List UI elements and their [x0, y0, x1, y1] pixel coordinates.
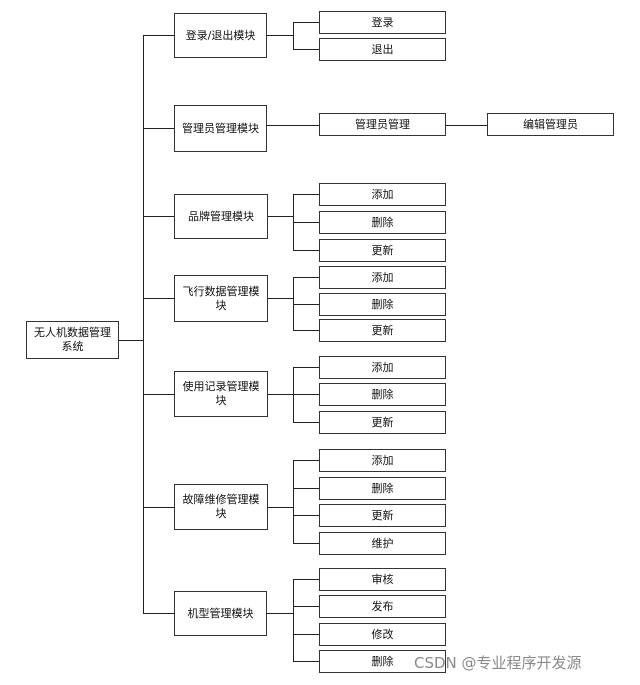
leaf-connector: [293, 304, 319, 305]
leaf-connector: [293, 515, 319, 516]
module-connector-2: [143, 128, 174, 129]
main-trunk: [143, 35, 144, 613]
leaf-fault-delete: 删除: [319, 477, 446, 500]
module-node-model: 机型管理模块: [174, 591, 267, 636]
leaf-connector: [293, 49, 319, 50]
branch-stub-2: [267, 125, 319, 126]
module-node-fault-repair: 故障维修管理模块: [174, 484, 268, 530]
leaf-connector: [293, 422, 319, 423]
module-connector-5: [143, 394, 174, 395]
branch-stub-1: [267, 35, 293, 36]
leaf-model-review: 审核: [319, 568, 446, 591]
leaf-connector: [293, 606, 319, 607]
branch-bar-6: [293, 460, 294, 543]
leaf-connector: [293, 394, 319, 395]
module-node-flight-data: 飞行数据管理模块: [174, 275, 268, 322]
module-node-brand: 品牌管理模块: [174, 194, 268, 239]
leaf-brand-update: 更新: [319, 239, 446, 262]
root-connector: [119, 340, 143, 341]
leaf-fault-update: 更新: [319, 504, 446, 527]
leaf-connector: [293, 277, 319, 278]
leaf-usage-update: 更新: [319, 411, 446, 434]
branch-stub-4: [268, 298, 293, 299]
branch-stub-6: [268, 507, 293, 508]
branch-stub-5: [268, 394, 293, 395]
leaf-connector: [293, 367, 319, 368]
leaf-connector: [293, 250, 319, 251]
leaf-admin-manage: 管理员管理: [319, 113, 446, 136]
leaf-usage-delete: 删除: [319, 383, 446, 406]
leaf-model-delete: 删除: [319, 650, 446, 673]
module-node-login-logout: 登录/退出模块: [174, 13, 267, 58]
leaf-flight-add: 添加: [319, 266, 446, 289]
module-node-admin: 管理员管理模块: [174, 105, 267, 152]
leaf-model-publish: 发布: [319, 595, 446, 618]
leaf-fault-maintain: 维护: [319, 532, 446, 555]
leaf-connector: [293, 222, 319, 223]
leaf-connector: [293, 579, 319, 580]
branch-bar-7: [293, 579, 294, 661]
leaf-brand-add: 添加: [319, 183, 446, 206]
branch-bar-4: [293, 277, 294, 330]
leaf-flight-delete: 删除: [319, 293, 446, 316]
module-connector-3: [143, 216, 174, 217]
leaf-connector: [293, 488, 319, 489]
grandchild-connector: [446, 125, 487, 126]
branch-bar-1: [293, 22, 294, 49]
module-connector-4: [143, 298, 174, 299]
watermark-text: CSDN @专业程序开发源: [414, 654, 582, 672]
leaf-connector: [293, 330, 319, 331]
leaf-connector: [293, 460, 319, 461]
module-node-usage-record: 使用记录管理模块: [174, 371, 268, 417]
leaf-connector: [293, 543, 319, 544]
leaf-connector: [293, 661, 319, 662]
root-node: 无人机数据管理系统: [26, 321, 119, 359]
module-connector-6: [143, 507, 174, 508]
leaf-brand-delete: 删除: [319, 211, 446, 234]
leaf-connector: [293, 194, 319, 195]
module-connector-7: [143, 613, 174, 614]
branch-stub-3: [268, 216, 293, 217]
module-connector-1: [143, 35, 174, 36]
leaf-logout: 退出: [319, 38, 446, 61]
branch-stub-7: [267, 613, 293, 614]
leaf-edit-admin: 编辑管理员: [487, 113, 614, 136]
leaf-login: 登录: [319, 11, 446, 34]
leaf-fault-add: 添加: [319, 449, 446, 472]
leaf-flight-update: 更新: [319, 319, 446, 342]
leaf-connector: [293, 634, 319, 635]
leaf-connector: [293, 22, 319, 23]
leaf-model-modify: 修改: [319, 623, 446, 646]
leaf-usage-add: 添加: [319, 356, 446, 379]
